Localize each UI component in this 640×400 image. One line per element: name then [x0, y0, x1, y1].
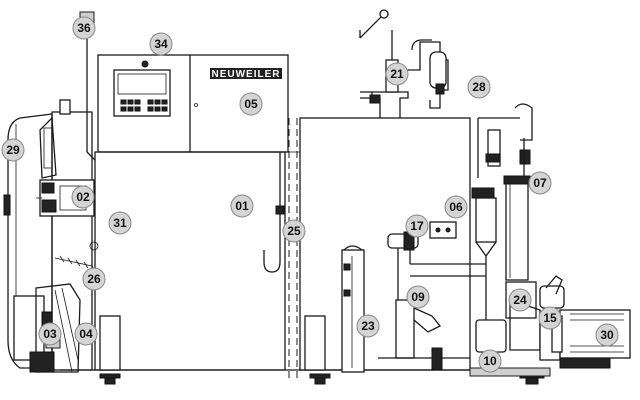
callout-25: 25	[282, 219, 306, 243]
brand-plate	[210, 68, 282, 79]
callout-06: 06	[444, 195, 468, 219]
callout-26: 26	[82, 267, 106, 291]
svg-text:10: 10	[483, 354, 497, 368]
control-buttons	[120, 99, 168, 112]
lower-fittings	[13, 283, 81, 373]
callout-05: 05	[239, 92, 263, 116]
svg-text:26: 26	[87, 272, 101, 286]
callout-29: 29	[1, 138, 25, 162]
callout-09: 09	[406, 285, 430, 309]
callout-15: 15	[538, 306, 562, 330]
svg-text:30: 30	[600, 328, 614, 342]
svg-text:28: 28	[472, 80, 486, 94]
svg-text:07: 07	[533, 176, 547, 190]
svg-text:24: 24	[513, 293, 527, 307]
feed-pump	[378, 221, 551, 377]
callout-01: 01	[230, 194, 254, 218]
svg-text:02: 02	[76, 190, 90, 204]
svg-text:05: 05	[244, 97, 258, 111]
brand-label: NEUWEILER	[212, 69, 281, 80]
level-gauge	[341, 245, 365, 373]
drain-tube	[263, 152, 285, 273]
callout-23: 23	[356, 314, 380, 338]
callout-21: 21	[385, 62, 409, 86]
svg-text:15: 15	[543, 311, 557, 325]
svg-text:01: 01	[235, 199, 249, 213]
svg-text:04: 04	[79, 327, 93, 341]
svg-text:25: 25	[287, 224, 301, 238]
svg-text:21: 21	[390, 67, 404, 81]
steam-valve	[359, 9, 449, 118]
callout-30: 30	[595, 323, 619, 347]
callout-03: 03	[38, 322, 62, 346]
svg-text:17: 17	[410, 219, 424, 233]
pump-motor	[551, 309, 631, 369]
svg-text:29: 29	[6, 143, 20, 157]
callout-34: 34	[149, 32, 173, 56]
callout-36: 36	[72, 16, 96, 40]
callout-10: 10	[478, 349, 502, 373]
inspection-door-right	[304, 315, 326, 371]
svg-text:36: 36	[77, 21, 91, 35]
control-cabinet: NEUWEILER	[97, 54, 289, 153]
callout-28: 28	[467, 75, 491, 99]
svg-text:06: 06	[449, 200, 463, 214]
callout-07: 07	[528, 171, 552, 195]
callout-02: 02	[71, 185, 95, 209]
callout-04: 04	[74, 322, 98, 346]
inspection-door-left	[99, 315, 121, 371]
callout-31: 31	[108, 211, 132, 235]
callout-17: 17	[405, 214, 429, 238]
svg-text:31: 31	[113, 216, 127, 230]
svg-text:09: 09	[411, 290, 425, 304]
callout-24: 24	[508, 288, 532, 312]
level-probe	[471, 187, 497, 300]
svg-text:03: 03	[43, 327, 57, 341]
svg-text:34: 34	[154, 37, 168, 51]
water-column	[477, 103, 533, 281]
svg-text:23: 23	[361, 319, 375, 333]
